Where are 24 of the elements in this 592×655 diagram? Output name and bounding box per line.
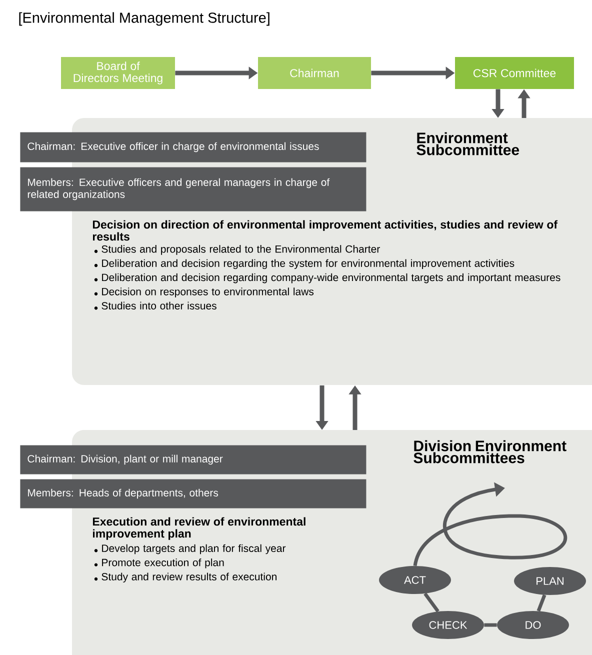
bullet-item: Study and review results of execution	[94, 572, 276, 582]
bullet-item: Develop targets and plan for fiscal year	[94, 544, 286, 554]
org-box: Board of Directors Meeting	[61, 57, 175, 89]
bullet-item: Studies into other issues	[94, 302, 216, 310]
member-bar: Chairman: Division, plant or mill manager	[20, 445, 366, 474]
cycle-arc	[424, 592, 440, 612]
heading: Environment Subcommittee	[416, 132, 520, 156]
member-bar: Members: Executive officers and general managers in charge of related organizations	[20, 167, 366, 212]
bullet-item: Studies and proposals related to the Environmental Charter	[94, 245, 380, 255]
title: [Environmental Management Structure]	[19, 12, 270, 26]
bullet-item: Deliberation and decision regarding company-wide environmental targets and important measures	[94, 273, 560, 284]
heading: Division Environment Subcommittees	[414, 440, 566, 464]
cycle-arc	[484, 623, 497, 627]
cycle-arc	[536, 594, 546, 612]
org-box: CSR Committee	[455, 57, 574, 89]
bullet-item: Decision on responses to environmental laws	[94, 288, 314, 298]
section-heading: Execution and review of environmental improvement plan	[92, 517, 306, 540]
org-box: Chairman	[258, 57, 371, 89]
section-heading: Decision on direction of environmental improvement activities, studies and review of results	[92, 220, 558, 241]
member-bar: Members: Heads of departments, others	[20, 479, 366, 508]
bullet-item: Promote execution of plan	[94, 558, 224, 568]
cycle-arrow	[413, 482, 567, 566]
bullet-item: Deliberation and decision regarding the system for environmental improvement activities	[94, 259, 514, 270]
member-bar: Chairman: Executive officer in charge of environmental issues	[20, 132, 366, 162]
